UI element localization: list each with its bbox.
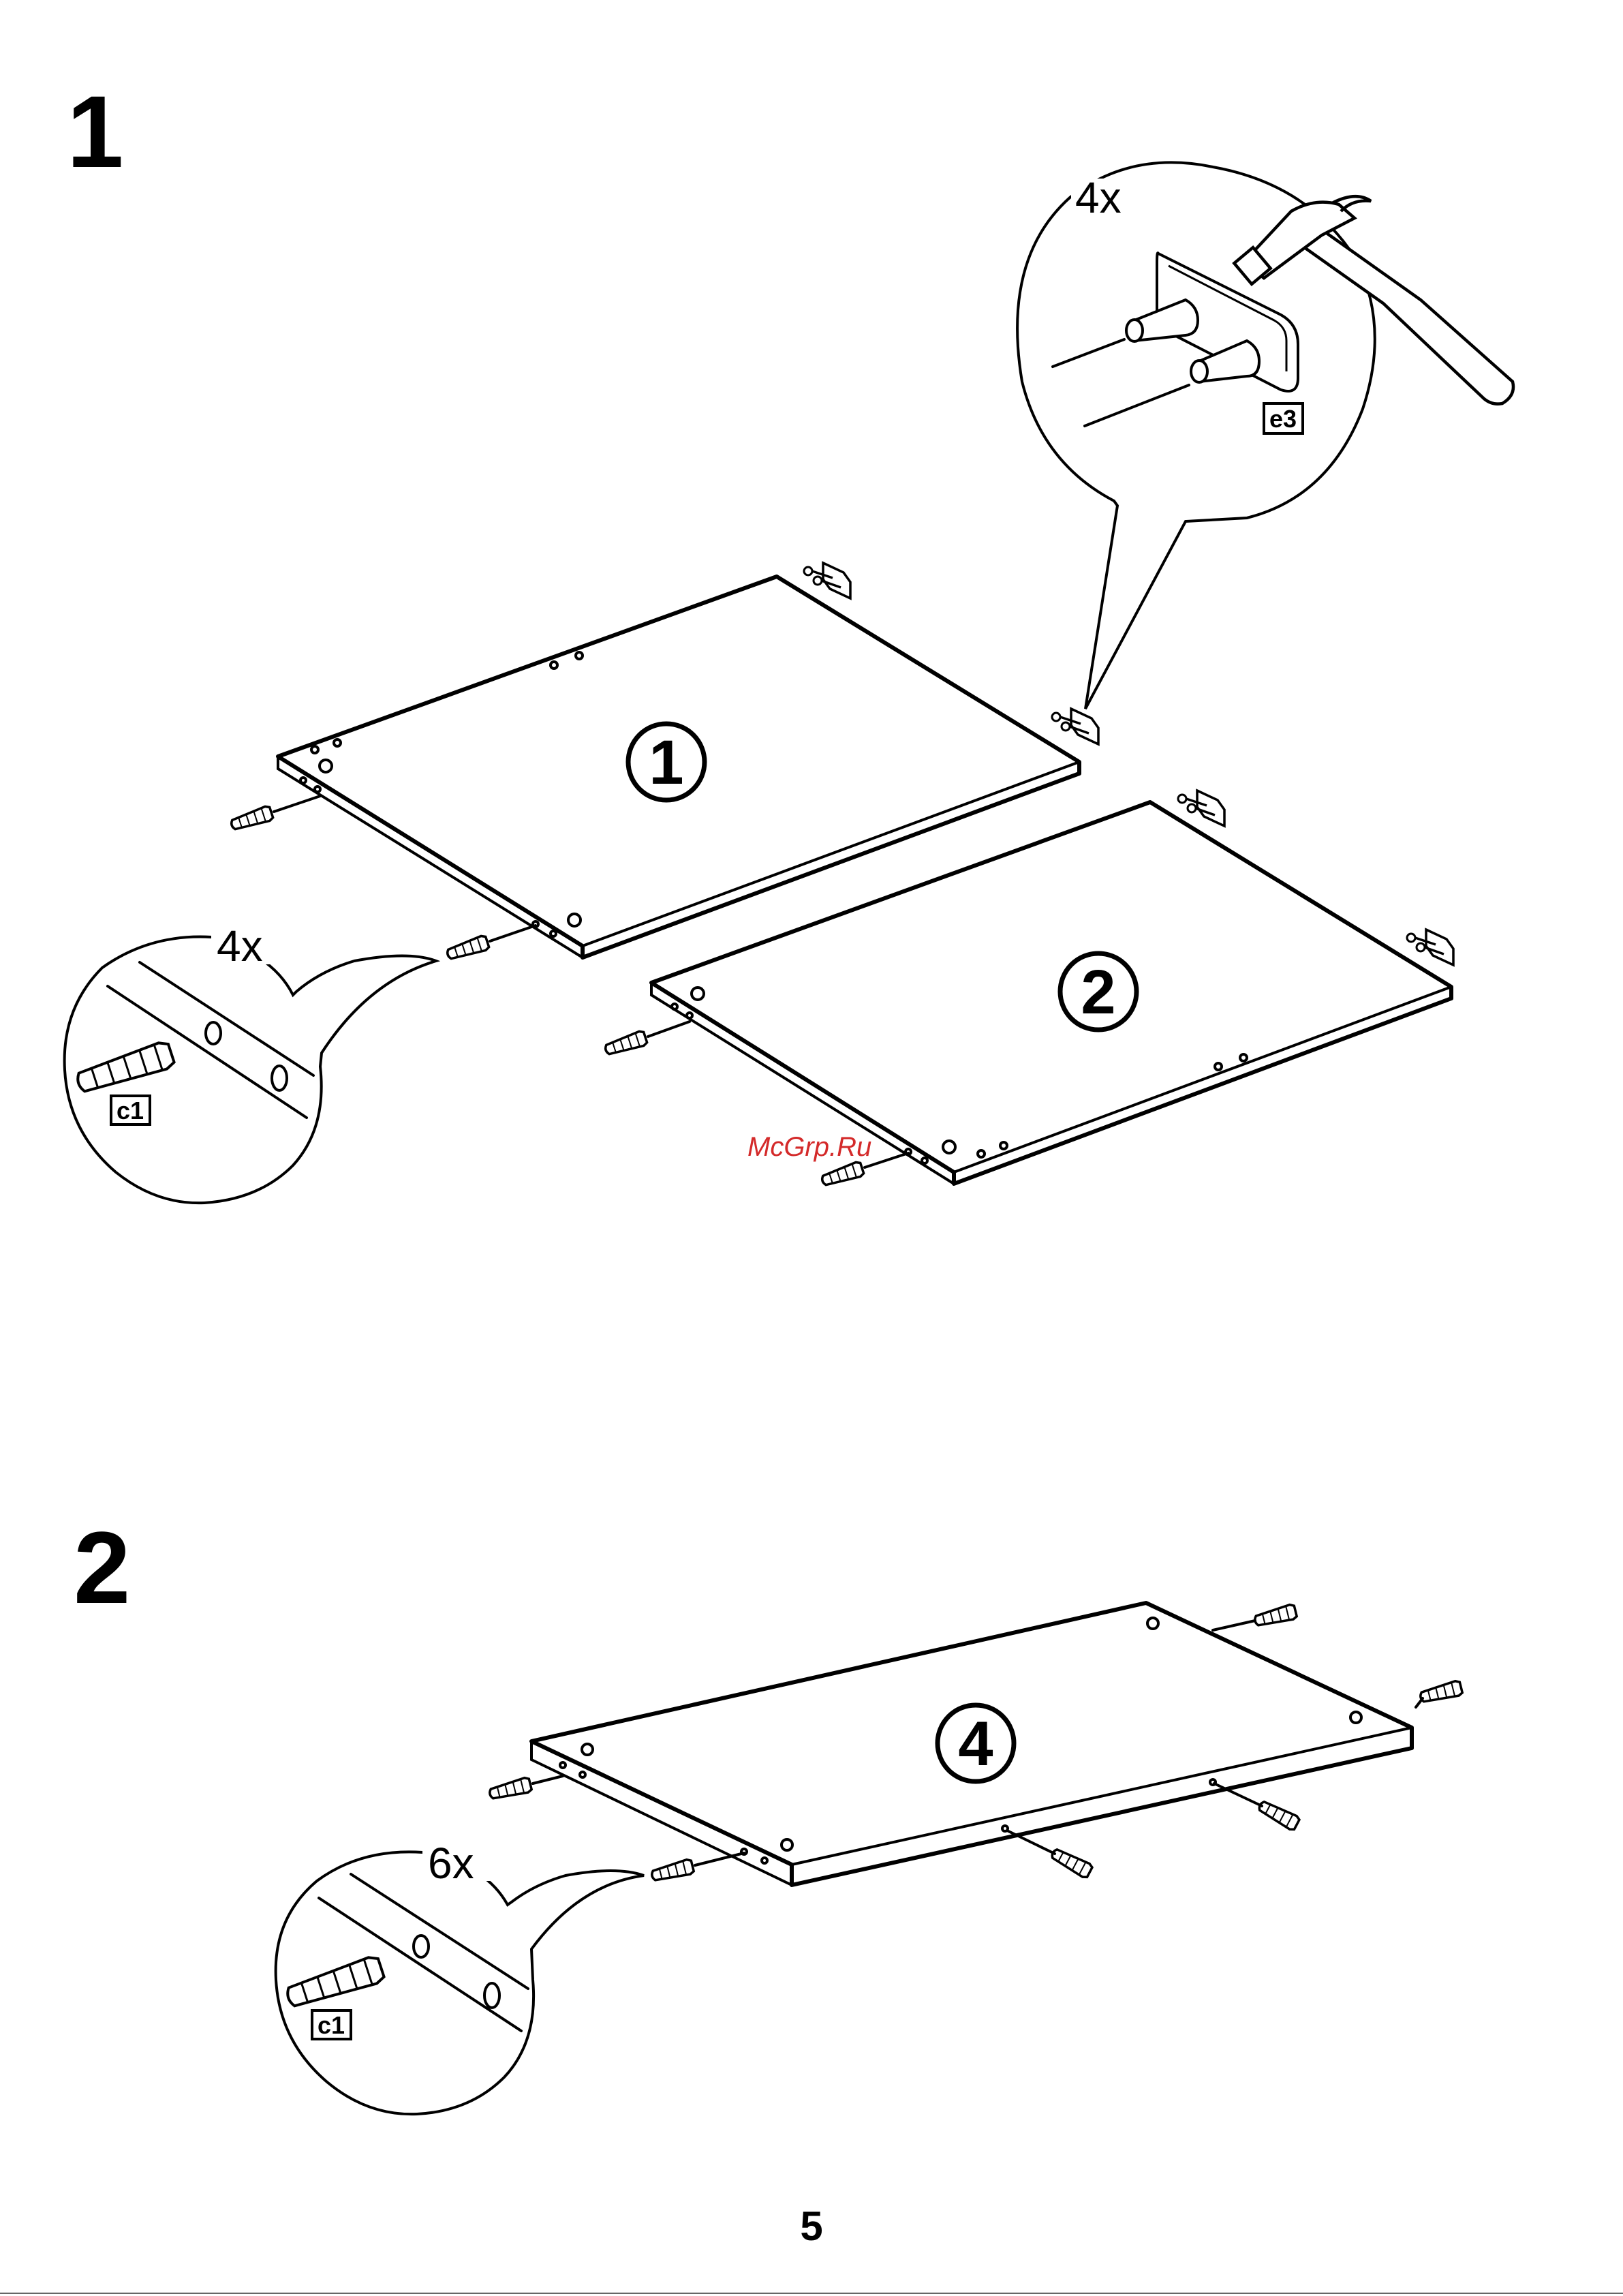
dowel-icon	[1419, 1680, 1463, 1704]
dowel-icon	[230, 806, 274, 833]
dowel-icon	[1253, 1604, 1297, 1628]
callout-c1-step1-quantity: 4x	[217, 921, 263, 970]
hinge-plate-icon	[1407, 930, 1453, 965]
dowel-icon	[1256, 1798, 1300, 1831]
panel-4-label: 4	[958, 1709, 993, 1779]
callout-dowel-step2: 6x c1	[276, 1839, 644, 2114]
part-label-c1-step1: c1	[117, 1097, 144, 1124]
part-label-c1-step2: c1	[318, 2011, 345, 2039]
dowel-icon	[488, 1777, 532, 1801]
callout-dowel-step1: 4x c1	[65, 921, 436, 1203]
dowel-icon	[650, 1858, 694, 1883]
dowel-icon	[446, 935, 490, 962]
dowel-icon	[820, 1161, 865, 1189]
callout-c1-step2-quantity: 6x	[428, 1839, 474, 1888]
part-label-e3: e3	[1269, 405, 1297, 433]
panel-2-label: 2	[1081, 958, 1115, 1027]
callout-e3-quantity: 4x	[1075, 173, 1122, 222]
panel-4: 4	[531, 1603, 1412, 1885]
dowel-icon	[1049, 1846, 1093, 1879]
panel-1-label: 1	[649, 728, 683, 797]
hinge-plate-icon	[1178, 791, 1224, 826]
page-number: 5	[0, 2203, 1623, 2250]
hinge-plate-icon	[804, 563, 850, 598]
watermark: McGrp.Ru	[747, 1132, 871, 1162]
dowel-icon	[604, 1030, 648, 1058]
bottom-rule	[0, 2293, 1623, 2294]
hinge-plate-icon	[1052, 709, 1098, 744]
